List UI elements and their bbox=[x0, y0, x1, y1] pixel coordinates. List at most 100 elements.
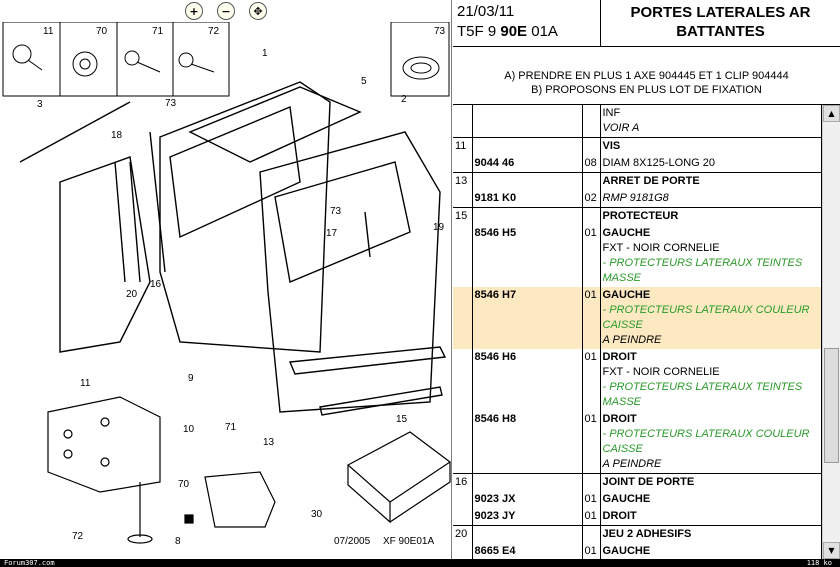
part-reference bbox=[472, 137, 583, 155]
description-cell: VIS bbox=[600, 137, 821, 155]
item-number bbox=[453, 411, 473, 474]
status-site: Forum307.com bbox=[4, 559, 55, 567]
quantity bbox=[582, 105, 601, 138]
item-number bbox=[453, 508, 473, 526]
vertical-scrollbar[interactable]: ▲ ▼ bbox=[822, 105, 840, 559]
callout-73b: 73 bbox=[330, 206, 342, 217]
callout-17: 17 bbox=[326, 228, 338, 239]
description-line: DROIT bbox=[602, 510, 637, 522]
callout-16: 16 bbox=[150, 279, 162, 290]
exploded-view-pane: + − ✥ bbox=[0, 0, 452, 559]
callout-70: 70 bbox=[178, 479, 190, 490]
description-line: VIS bbox=[602, 140, 621, 152]
quantity: 02 bbox=[582, 190, 601, 208]
description-line: DROIT bbox=[602, 413, 637, 425]
part-reference bbox=[472, 207, 583, 225]
description-line: FXT - NOIR CORNELIE bbox=[602, 242, 720, 254]
callout-2: 2 bbox=[401, 94, 407, 105]
description-line: - PROTECTEURS LATERAUX COULEUR bbox=[602, 428, 810, 440]
zoom-out-icon[interactable]: − bbox=[217, 2, 235, 20]
description-line: INF bbox=[602, 107, 621, 119]
quantity: 01 bbox=[582, 225, 601, 287]
part-reference: 9023 JY bbox=[472, 508, 583, 526]
parts-list-pane: 21/03/11 T5F 9 90E 01A PORTES LATERALES … bbox=[453, 0, 840, 559]
quantity: 08 bbox=[582, 155, 601, 173]
drawing-date: 07/2005 bbox=[334, 536, 371, 547]
part-reference: 8546 H6 bbox=[472, 349, 583, 411]
part-reference bbox=[472, 172, 583, 190]
callout-labels: 11 70 71 72 73 1 5 2 3 73 18 73 17 19 20… bbox=[37, 26, 446, 547]
drawing-reference: XF 90E01A bbox=[383, 536, 434, 547]
zoom-in-icon[interactable]: + bbox=[185, 2, 203, 20]
callout-8: 8 bbox=[175, 536, 181, 547]
item-number: 13 bbox=[453, 172, 473, 190]
quantity bbox=[582, 137, 601, 155]
quantity bbox=[582, 172, 601, 190]
hinge-assembly bbox=[47, 396, 161, 544]
description-line: GAUCHE bbox=[602, 493, 651, 505]
zoom-toolbar: + − ✥ bbox=[0, 0, 452, 22]
item-number: 20 bbox=[453, 525, 473, 543]
description-line: A PEINDRE bbox=[602, 458, 662, 470]
table-row[interactable]: 11 VIS bbox=[453, 137, 821, 155]
callout-11-box: 11 bbox=[43, 26, 54, 37]
exploded-diagram[interactable]: 11 70 71 72 73 1 5 2 3 73 18 73 17 19 20… bbox=[0, 22, 452, 559]
description-line: FXT - NOIR CORNELIE bbox=[602, 366, 720, 378]
description-line: JOINT DE PORTE bbox=[602, 476, 695, 488]
description-cell: ARRET DE PORTE bbox=[600, 172, 821, 190]
item-number bbox=[453, 105, 473, 138]
scroll-down-arrow-icon[interactable]: ▼ bbox=[823, 542, 840, 559]
description-cell: JEU 2 ADHESIFS bbox=[600, 525, 821, 543]
callout-73-box: 73 bbox=[434, 26, 446, 37]
item-number bbox=[453, 287, 473, 349]
callout-1: 1 bbox=[262, 48, 268, 59]
table-row[interactable]: 13 ARRET DE PORTE bbox=[453, 172, 821, 190]
description-line: CAISSE bbox=[602, 443, 643, 455]
description-line: - PROTECTEURS LATERAUX TEINTES bbox=[602, 381, 803, 393]
callout-3: 3 bbox=[37, 99, 43, 110]
description-cell: GAUCHE bbox=[600, 543, 821, 559]
quantity bbox=[582, 525, 601, 543]
description-cell: DROIT bbox=[600, 508, 821, 526]
item-number bbox=[453, 225, 473, 287]
description-cell: GAUCHE bbox=[600, 491, 821, 508]
fixing-kit bbox=[346, 431, 452, 524]
item-number: 16 bbox=[453, 473, 473, 491]
table-row[interactable]: 16 JOINT DE PORTE bbox=[453, 473, 821, 491]
callout-72: 72 bbox=[72, 531, 84, 542]
callout-72-box: 72 bbox=[208, 26, 220, 37]
description-line: ARRET DE PORTE bbox=[602, 175, 700, 187]
callout-11: 11 bbox=[80, 378, 91, 389]
zoom-pan-icon[interactable]: ✥ bbox=[249, 2, 267, 20]
item-number bbox=[453, 491, 473, 508]
lock-assembly bbox=[184, 471, 276, 528]
description-line: MASSE bbox=[602, 396, 642, 408]
item-number: 11 bbox=[453, 137, 473, 155]
part-reference: 8546 H8 bbox=[472, 411, 583, 474]
table-row[interactable]: 20 JEU 2 ADHESIFS bbox=[453, 525, 821, 543]
part-reference bbox=[472, 473, 583, 491]
item-number bbox=[453, 543, 473, 559]
quantity: 01 bbox=[582, 508, 601, 526]
quantity: 01 bbox=[582, 349, 601, 411]
description-line: RMP 9181G8 bbox=[602, 192, 669, 204]
description-line: JEU 2 ADHESIFS bbox=[602, 528, 692, 540]
scrollbar-thumb[interactable] bbox=[824, 348, 839, 463]
note-b: B) PROPOSONS EN PLUS LOT DE FIXATION bbox=[531, 84, 762, 96]
header-id-block: 21/03/11 T5F 9 90E 01A bbox=[453, 0, 601, 47]
description-line: - PROTECTEURS LATERAUX TEINTES bbox=[602, 257, 803, 269]
description-cell: JOINT DE PORTE bbox=[600, 473, 821, 491]
scroll-up-arrow-icon[interactable]: ▲ bbox=[823, 105, 840, 122]
